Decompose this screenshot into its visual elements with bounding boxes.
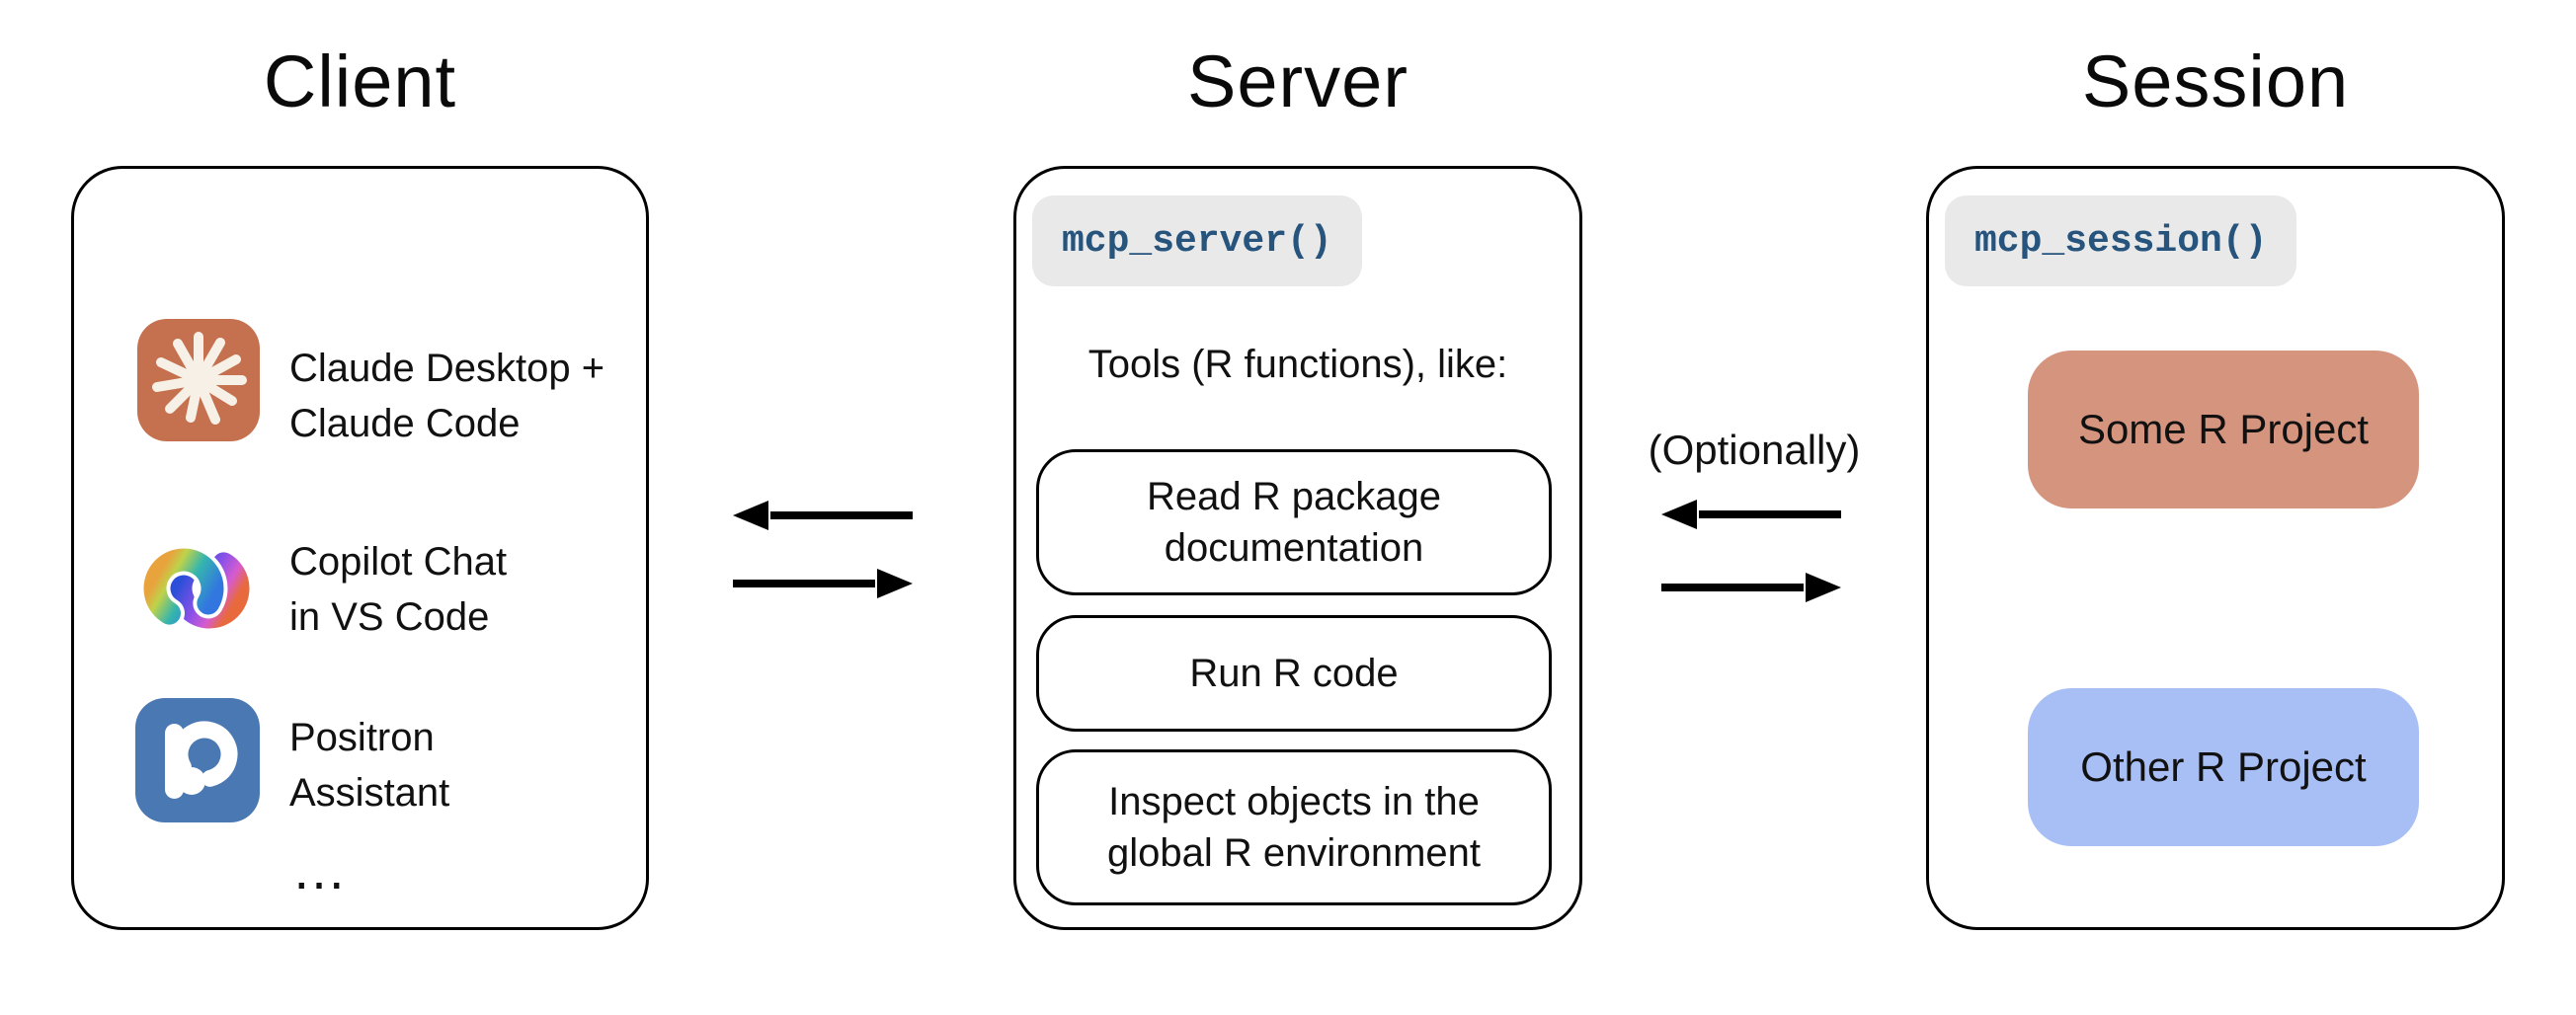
some-r-project-label: Some R Project [2077, 406, 2370, 452]
tool-box-read-docs-line1: Read R package [1147, 475, 1441, 518]
copilot-icon [135, 527, 258, 655]
client-server-arrow-right-icon [731, 566, 915, 606]
client-more-indicator: … [291, 838, 351, 900]
client-item-claude-line1: Claude Desktop + [289, 347, 605, 390]
client-item-claude-line2: Claude Code [289, 402, 521, 445]
client-panel: Claude Desktop + Claude Code [71, 166, 649, 930]
mcp-server-code-chip: mcp_server() [1032, 195, 1362, 286]
client-item-copilot-line1: Copilot Chat [289, 540, 508, 584]
mcp-session-code-chip: mcp_session() [1945, 195, 2297, 286]
other-r-project-label: Other R Project [2080, 743, 2367, 790]
client-item-copilot-line2: in VS Code [289, 595, 490, 639]
tool-box-run-r-code: Run R code [1036, 615, 1552, 732]
some-r-project-box: Some R Project [2028, 351, 2419, 508]
tool-box-read-docs: Read R package documentation [1036, 449, 1552, 595]
server-panel: mcp_server() Tools (R functions), like: … [1013, 166, 1582, 930]
tool-box-inspect-objects-line2: global R environment [1107, 831, 1481, 875]
client-item-positron-line2: Assistant [289, 771, 450, 815]
optionally-label: (Optionally) [1648, 427, 1861, 473]
session-panel: mcp_session() Some R Project Other R Pro… [1926, 166, 2505, 930]
server-column-title: Server [1187, 40, 1409, 122]
tool-box-inspect-objects-line1: Inspect objects in the [1108, 780, 1480, 823]
session-column-title: Session [2081, 40, 2350, 122]
positron-icon [135, 698, 260, 827]
client-item-claude: Claude Desktop + Claude Code [289, 341, 604, 451]
server-session-arrow-left-icon [1659, 497, 1843, 537]
tool-box-inspect-objects: Inspect objects in the global R environm… [1036, 749, 1552, 905]
client-server-arrow-left-icon [731, 498, 915, 538]
server-session-arrow-right-icon [1659, 570, 1843, 610]
client-item-positron-line1: Positron [289, 716, 435, 759]
client-item-positron: Positron Assistant [289, 710, 449, 820]
server-tools-heading: Tools (R functions), like: [1087, 343, 1508, 386]
claude-icon [137, 319, 260, 446]
tool-box-run-r-code-line1: Run R code [1189, 652, 1399, 695]
other-r-project-box: Other R Project [2028, 688, 2419, 846]
client-item-copilot: Copilot Chat in VS Code [289, 534, 507, 645]
tool-box-read-docs-line2: documentation [1164, 526, 1424, 570]
client-column-title: Client [263, 40, 457, 122]
